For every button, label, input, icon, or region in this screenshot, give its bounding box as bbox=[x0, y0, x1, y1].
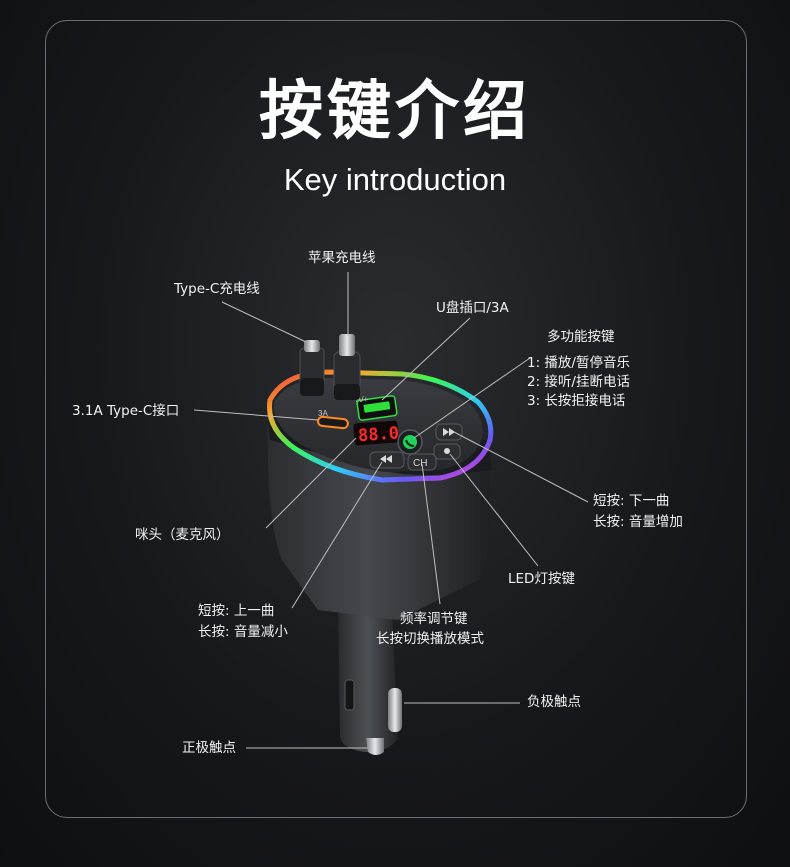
label-multifunction-3: 3: 长按拒接电话 bbox=[527, 393, 626, 409]
label-prev-long: 长按: 音量减小 bbox=[198, 624, 288, 640]
label-positive: 正极触点 bbox=[182, 740, 236, 756]
port-label-left: 3A bbox=[318, 409, 328, 418]
content-frame bbox=[45, 20, 747, 818]
previous-button[interactable] bbox=[369, 451, 405, 469]
label-usb-port: U盘插口/3A bbox=[436, 300, 509, 316]
label-freq-1: 频率调节键 bbox=[400, 611, 468, 627]
label-typec-port: 3.1A Type-C接口 bbox=[72, 403, 180, 419]
page-subtitle: Key introduction bbox=[283, 162, 507, 197]
label-microphone: 咪头（麦克风） bbox=[135, 527, 230, 543]
led-button[interactable] bbox=[433, 443, 461, 460]
label-prev-short: 短按: 上一曲 bbox=[198, 603, 275, 619]
leader-lines bbox=[193, 272, 589, 749]
port-label-right: A/+ bbox=[356, 395, 369, 404]
display-value: 88.0 bbox=[357, 423, 399, 446]
label-multifunction-1: 1: 播放/暂停音乐 bbox=[527, 355, 630, 371]
ch-button[interactable]: CH bbox=[407, 453, 437, 471]
ch-button-label: CH bbox=[413, 458, 427, 469]
label-lightning-cable: 苹果充电线 bbox=[308, 250, 376, 266]
page-title: 按键介绍 bbox=[259, 75, 531, 149]
typec-port bbox=[317, 415, 349, 430]
frequency-display: 88.0 bbox=[353, 420, 400, 446]
multifunction-button[interactable] bbox=[397, 429, 423, 455]
plug-shaft bbox=[338, 590, 402, 755]
usb-a-port bbox=[356, 395, 398, 421]
typec-cable bbox=[299, 340, 325, 396]
next-button[interactable] bbox=[435, 423, 463, 441]
label-next-long: 长按: 音量增加 bbox=[593, 514, 683, 530]
lightning-cable bbox=[333, 334, 361, 400]
label-multifunction-2: 2: 接听/挂断电话 bbox=[527, 374, 630, 390]
label-typec-cable: Type-C充电线 bbox=[174, 281, 260, 297]
label-led-button: LED灯按键 bbox=[508, 571, 575, 587]
label-next-short: 短按: 下一曲 bbox=[593, 493, 670, 509]
label-negative: 负极触点 bbox=[527, 694, 581, 710]
label-freq-2: 长按切换播放模式 bbox=[376, 631, 484, 647]
label-multifunction-title: 多功能按键 bbox=[547, 329, 615, 345]
